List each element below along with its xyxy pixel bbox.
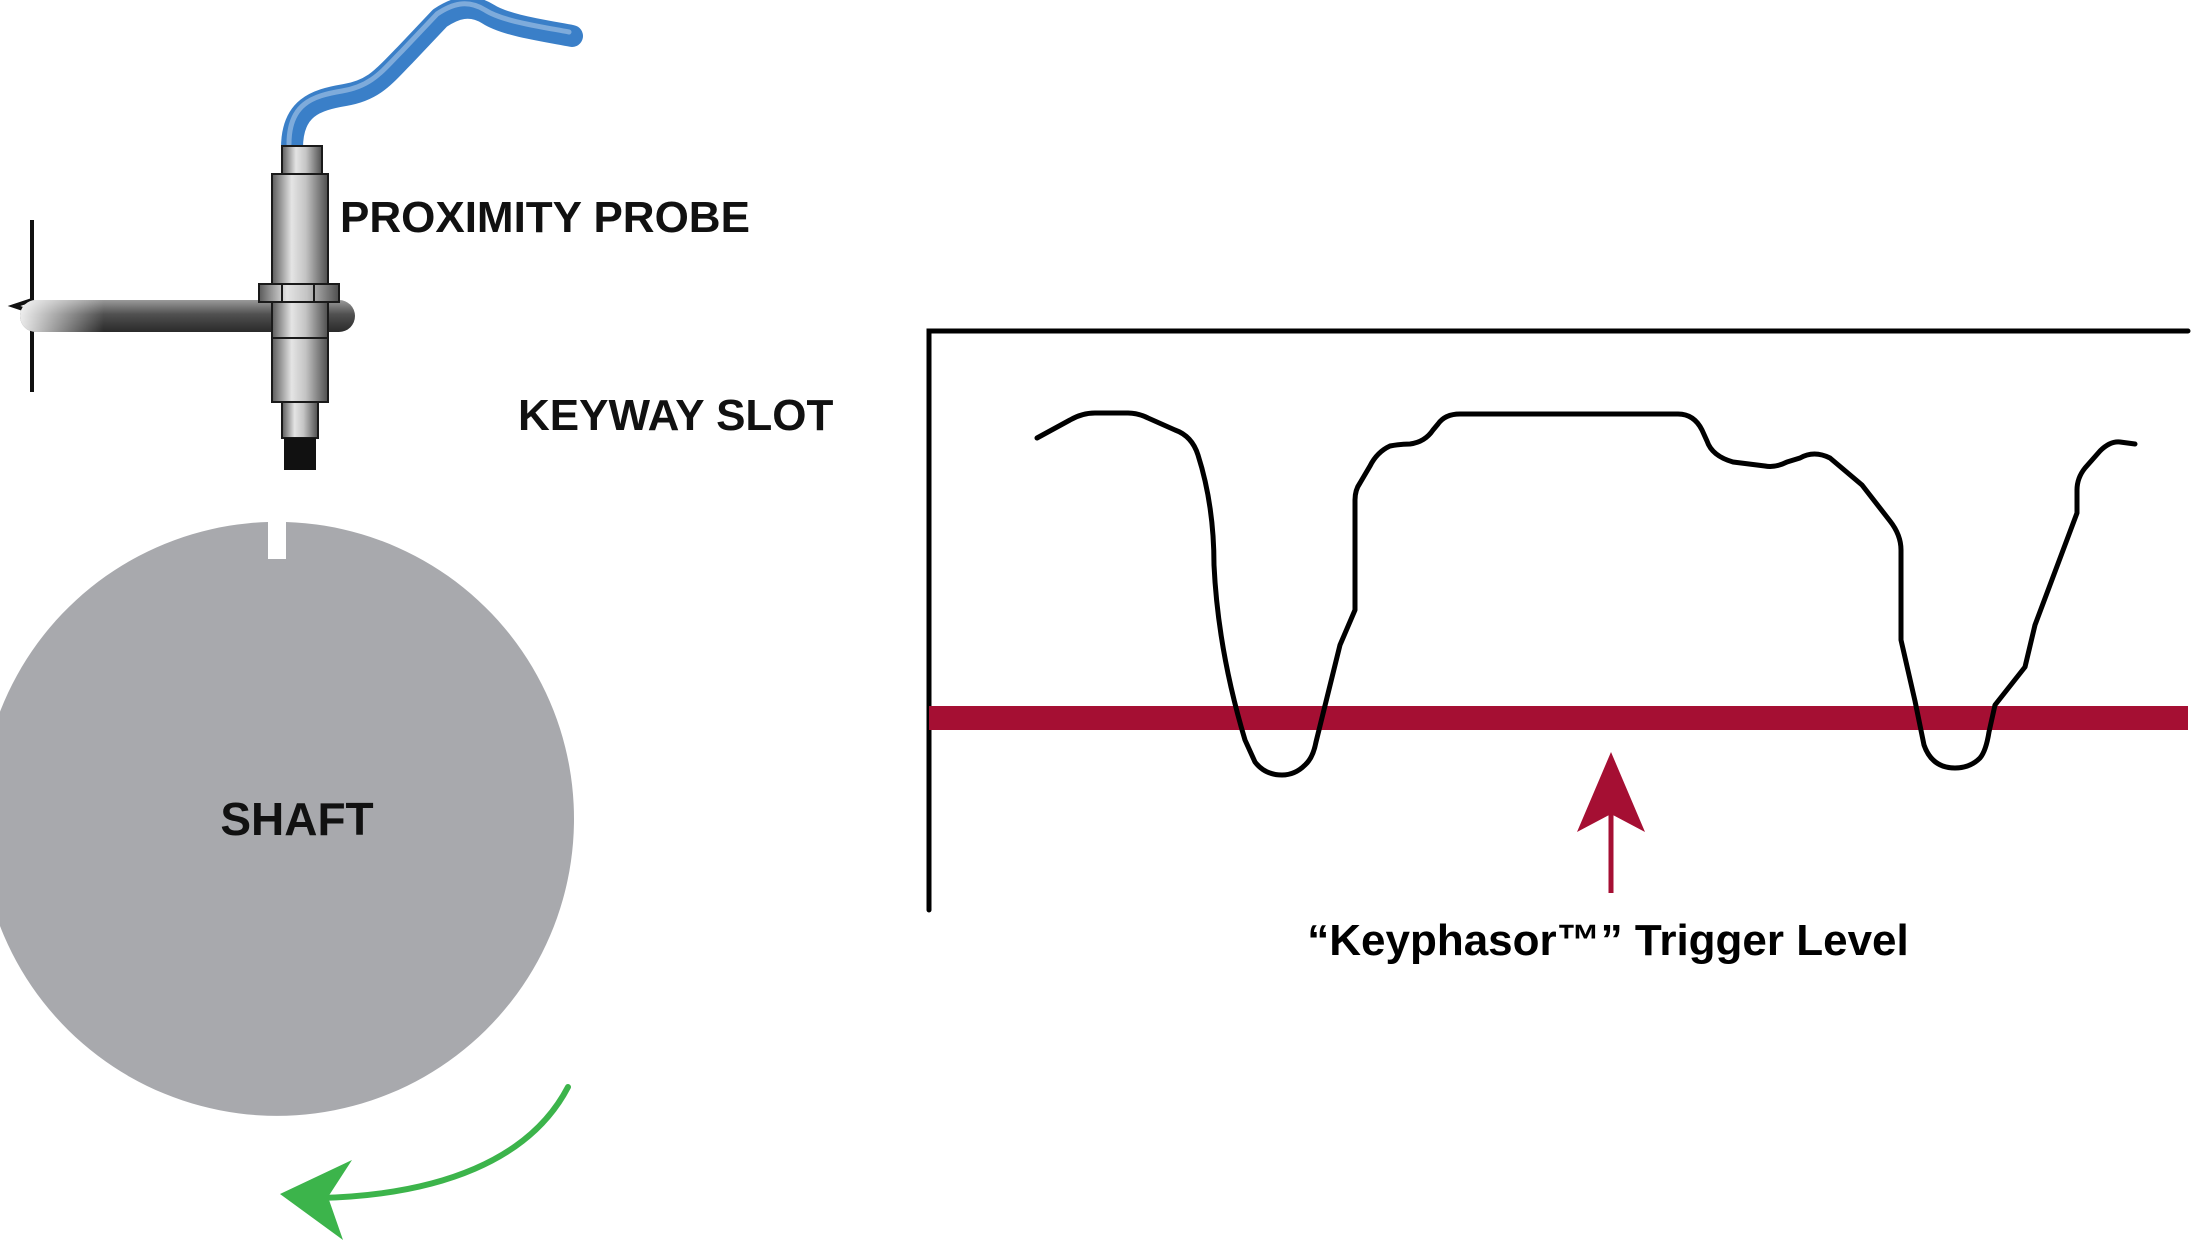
- probe-tip-collar: [281, 401, 319, 439]
- shaft: [0, 522, 574, 1116]
- probe-cable: [281, 0, 583, 159]
- probe-waveform: [1034, 410, 2138, 778]
- probe-body-upper: [271, 173, 329, 285]
- shaft-label: SHAFT: [220, 793, 373, 845]
- waveform-axes: [926, 328, 2191, 913]
- probe-cable-cap: [281, 145, 323, 175]
- probe-tip: [284, 438, 316, 470]
- probe-label: PROXIMITY PROBE: [340, 193, 750, 242]
- mounting-bracket-icon: [7, 220, 355, 392]
- rotation-arrow-icon: [280, 1084, 571, 1240]
- keyway-label: KEYWAY SLOT: [518, 391, 834, 440]
- trigger-level-label: “Keyphasor™” Trigger Level: [1307, 916, 1909, 965]
- up-arrow-icon: [1577, 752, 1645, 893]
